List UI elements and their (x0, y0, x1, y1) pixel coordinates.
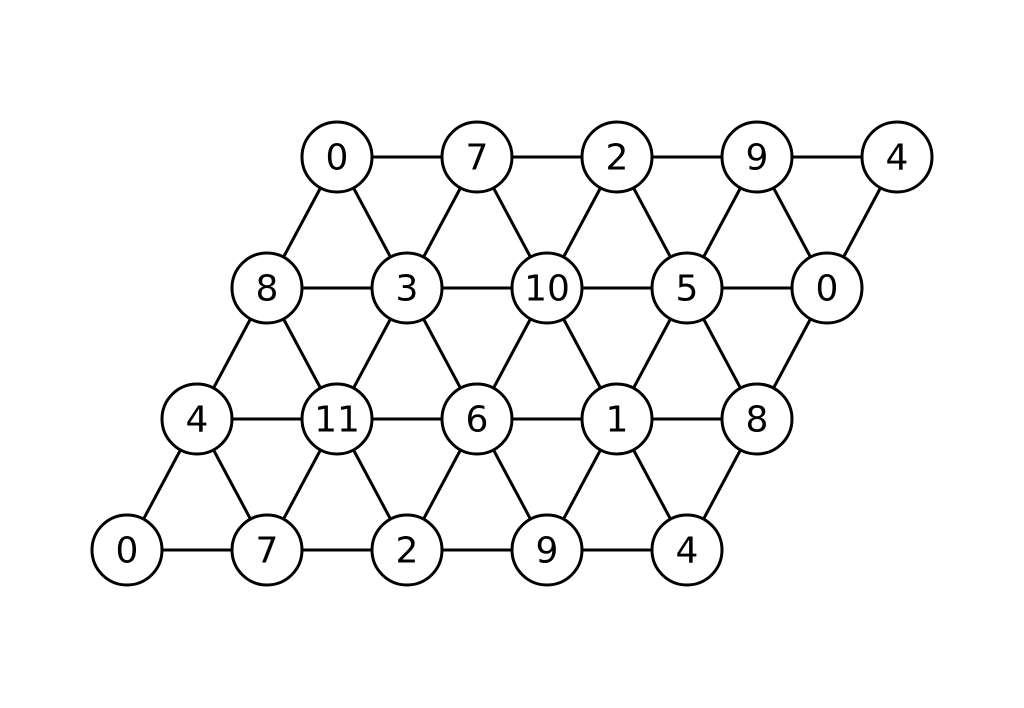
lattice-node: 0 (790, 251, 864, 325)
node-circle (300, 382, 374, 456)
node-number: 4 (676, 531, 699, 572)
node-circle (790, 251, 864, 325)
node-number: 8 (256, 269, 279, 310)
node-number: 2 (606, 138, 629, 179)
node-number: 10 (524, 269, 570, 310)
node-number: 2 (396, 531, 419, 572)
lattice-node: 2 (580, 120, 654, 194)
node-circle (720, 382, 794, 456)
lattice-edges (125, 155, 899, 552)
node-circle (650, 513, 724, 587)
lattice-nodes: 0 7 2 9 4 8 3 10 5 0 4 11 6 1 8 0 7 2 9 4 (90, 120, 934, 587)
node-number: 8 (746, 400, 769, 441)
node-number: 0 (326, 138, 349, 179)
lattice-node: 7 (230, 513, 304, 587)
lattice-node: 4 (160, 382, 234, 456)
lattice-node: 2 (370, 513, 444, 587)
node-circle (160, 382, 234, 456)
node-circle (580, 382, 654, 456)
node-circle (230, 513, 304, 587)
lattice-node: 5 (650, 251, 724, 325)
lattice-node: 4 (860, 120, 934, 194)
node-number: 5 (676, 269, 699, 310)
lattice-node: 8 (720, 382, 794, 456)
node-number: 9 (746, 138, 769, 179)
node-circle (580, 120, 654, 194)
node-circle (510, 513, 584, 587)
node-circle (440, 382, 514, 456)
node-number: 9 (536, 531, 559, 572)
lattice-node: 6 (440, 382, 514, 456)
node-number: 0 (116, 531, 139, 572)
lattice-node: 11 (300, 382, 374, 456)
lattice-node: 4 (650, 513, 724, 587)
node-circle (370, 251, 444, 325)
lattice-node: 9 (510, 513, 584, 587)
node-number: 11 (314, 400, 360, 441)
node-number: 4 (886, 138, 909, 179)
node-number: 6 (466, 400, 489, 441)
node-circle (510, 251, 584, 325)
lattice-node: 10 (510, 251, 584, 325)
node-circle (300, 120, 374, 194)
node-circle (370, 513, 444, 587)
node-number: 7 (466, 138, 489, 179)
node-circle (440, 120, 514, 194)
node-number: 7 (256, 531, 279, 572)
lattice-node: 7 (440, 120, 514, 194)
lattice-node: 0 (300, 120, 374, 194)
node-number: 4 (186, 400, 209, 441)
lattice-node: 1 (580, 382, 654, 456)
lattice-node: 8 (230, 251, 304, 325)
node-number: 0 (816, 269, 839, 310)
node-circle (860, 120, 934, 194)
node-circle (650, 251, 724, 325)
node-number: 1 (606, 400, 629, 441)
lattice-node: 0 (90, 513, 164, 587)
node-number: 3 (396, 269, 419, 310)
lattice-node: 9 (720, 120, 794, 194)
lattice-node: 3 (370, 251, 444, 325)
node-circle (720, 120, 794, 194)
node-circle (230, 251, 304, 325)
node-circle (90, 513, 164, 587)
